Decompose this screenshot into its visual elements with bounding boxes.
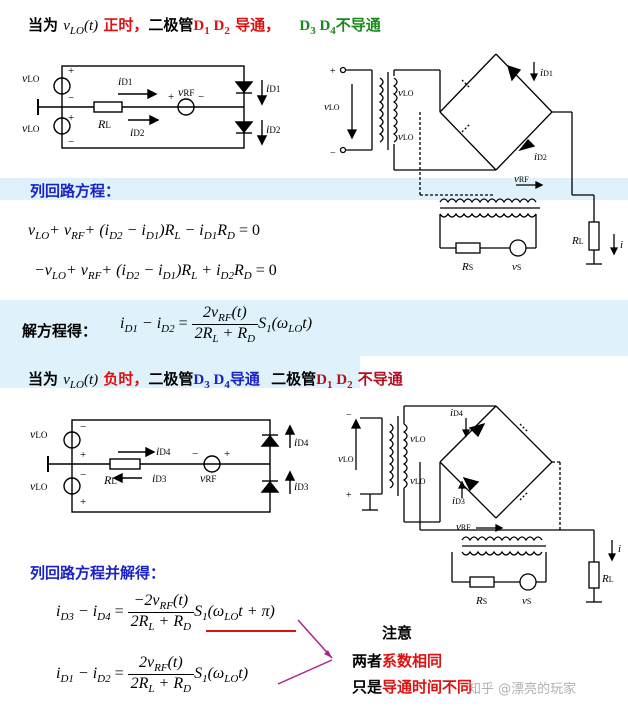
c1-rl-label: RL — [97, 117, 111, 131]
svg-text:+: + — [168, 91, 174, 103]
svg-text:−: − — [68, 92, 74, 104]
svg-text:RS: RS — [475, 595, 487, 607]
underline-red — [206, 630, 296, 632]
svg-text:vLO: vLO — [324, 101, 340, 113]
note-title: 注意 — [382, 624, 413, 642]
diode-d1-icon — [234, 81, 254, 94]
svg-text:−: − — [192, 448, 198, 460]
svg-text:+: + — [68, 112, 74, 124]
note-line-2: 只是导通时间不同 — [352, 678, 473, 696]
svg-text:iD4: iD4 — [450, 407, 463, 419]
svg-text:−: − — [68, 136, 74, 148]
svg-text:vLO: vLO — [410, 433, 426, 445]
highlight-band-solve — [0, 300, 628, 356]
svg-text:−: − — [198, 91, 204, 103]
c1-d2-current-label: iD2 — [266, 122, 280, 136]
bridge1-d1-icon — [507, 64, 522, 82]
equation-2: −vLO+ vRF+ (iD2 − iD1)RL + iD2RD = 0 — [34, 262, 277, 283]
note-line-1: 两者系数相同 — [352, 652, 443, 670]
bridge2-d3-icon — [462, 476, 480, 492]
c2-vlo-source-bottom-icon — [63, 477, 81, 495]
svg-text:vLO: vLO — [338, 453, 354, 465]
diode-d4-icon — [260, 434, 280, 447]
section-loop-equations: 列回路方程： — [30, 182, 121, 200]
equation-1: vLO+ vRF+ (iD2 − iD1)RL − iD1RD = 0 — [28, 222, 260, 243]
c1-vrf-label: vRF — [178, 85, 194, 99]
svg-text:+: + — [224, 448, 230, 460]
svg-text:vLO: vLO — [410, 475, 426, 487]
svg-text:−: − — [346, 410, 352, 421]
svg-text:i: i — [618, 543, 621, 555]
svg-text:iD3: iD3 — [294, 479, 309, 493]
bridge1-d2-icon — [518, 139, 536, 152]
svg-text:vS: vS — [522, 595, 531, 607]
title-negative: 当为 vLO(t) 负时，二极管D3 D4导通 二极管D1 D2 不导通 — [28, 370, 403, 391]
title-positive: 当为 vLO(t) 正时，二极管D1 D2 导通， D3 D4不导通 — [28, 16, 381, 37]
c1-id2-label: iD2 — [130, 125, 144, 139]
svg-text:iD4: iD4 — [156, 444, 171, 458]
watermark: 知乎 @漂亮的玩家 — [468, 682, 577, 697]
vlo-source-bottom-icon — [53, 117, 71, 135]
vrf-source-icon — [177, 98, 195, 116]
svg-text:RL: RL — [103, 473, 117, 487]
c1-vlo-top-label: vLO — [22, 71, 40, 85]
svg-text:iD1: iD1 — [540, 67, 553, 79]
section-solve-equations: 列回路方程并解得： — [30, 564, 166, 582]
svg-text:iD3: iD3 — [452, 495, 465, 507]
svg-text:vLO: vLO — [398, 87, 414, 99]
bridge2-d4-icon — [468, 422, 486, 438]
svg-text:i: i — [620, 239, 623, 251]
c1-id1-label: iD1 — [118, 74, 132, 88]
svg-text:−: − — [80, 469, 86, 481]
svg-text:+: + — [346, 490, 352, 501]
c1-d1-current-label: iD1 — [266, 81, 280, 95]
svg-text:vRF: vRF — [200, 471, 216, 485]
svg-text:RS: RS — [461, 261, 473, 273]
solve-label: 解方程得： — [22, 322, 98, 340]
svg-text:vRF: vRF — [456, 521, 471, 533]
svg-text:−: − — [330, 148, 336, 159]
diode-d3-icon — [260, 480, 280, 493]
diode-d2-icon — [234, 121, 254, 134]
svg-text:RL: RL — [571, 235, 584, 247]
svg-text:iD3: iD3 — [152, 471, 167, 485]
svg-text:vS: vS — [512, 261, 521, 273]
svg-text:iD2: iD2 — [534, 151, 547, 163]
svg-text:vLO: vLO — [30, 479, 48, 493]
svg-text:+: + — [330, 66, 336, 77]
svg-text:vLO: vLO — [398, 131, 414, 143]
svg-text:+: + — [80, 449, 86, 461]
svg-text:vRF: vRF — [514, 173, 529, 185]
c1-vlo-bot-label: vLO — [22, 121, 40, 135]
svg-text:+: + — [80, 496, 86, 508]
vlo-source-top-icon — [53, 77, 71, 95]
highlight-band-mid — [0, 356, 360, 388]
svg-text:iD4: iD4 — [294, 435, 309, 449]
svg-text:−: − — [80, 421, 86, 433]
svg-text:+: + — [68, 65, 74, 77]
c2-vrf-source-icon — [203, 455, 221, 473]
svg-text:RL: RL — [601, 573, 614, 585]
c2-vlo-source-top-icon — [63, 431, 81, 449]
svg-text:vLO: vLO — [30, 427, 48, 441]
